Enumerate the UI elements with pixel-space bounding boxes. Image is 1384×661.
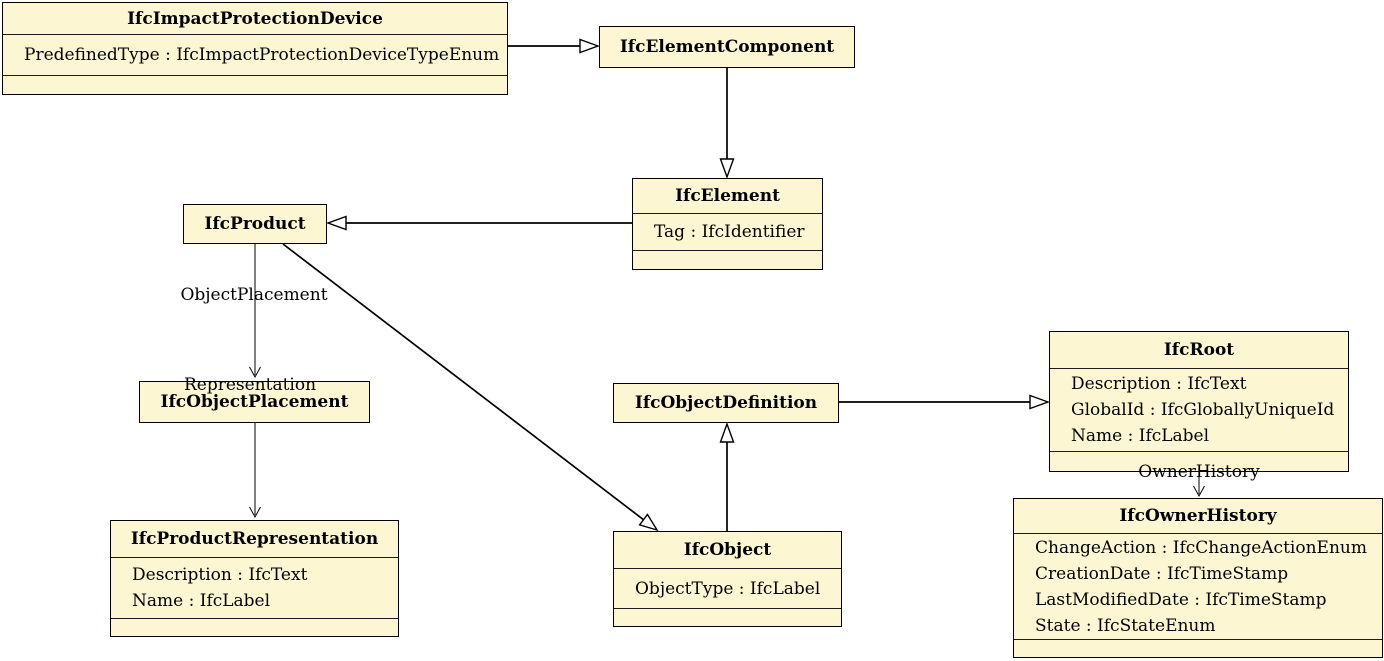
class-attribute: PredefinedType : IfcImpactProtectionDevi… xyxy=(24,45,500,65)
class-title: IfcObject xyxy=(683,540,772,560)
class-attribute: Name : IfcLabel xyxy=(132,591,271,611)
class-attributes-section: Tag : IfcIdentifier xyxy=(633,213,822,250)
association-label-owner-history: OwnerHistory xyxy=(1138,462,1260,482)
class-title: IfcElementComponent xyxy=(619,37,835,57)
association-label-object-placement: ObjectPlacement xyxy=(180,285,328,305)
class-title: IfcObjectDefinition xyxy=(634,393,818,413)
open-triangle-arrowhead xyxy=(638,513,659,532)
class-box-ifc-product-representation: IfcProductRepresentation Description : I… xyxy=(110,520,399,637)
class-box-ifc-root: IfcRoot Description : IfcText GlobalId :… xyxy=(1049,331,1349,472)
open-triangle-arrowhead xyxy=(719,158,735,180)
class-operations-section xyxy=(614,608,841,626)
class-box-ifc-object-placement: IfcObjectPlacement xyxy=(139,381,370,423)
class-box-ifc-element: IfcElement Tag : IfcIdentifier xyxy=(632,178,823,270)
class-attribute: LastModifiedDate : IfcTimeStamp xyxy=(1035,589,1327,610)
class-operations-section xyxy=(1050,451,1348,471)
class-attribute: State : IfcStateEnum xyxy=(1035,615,1216,636)
open-triangle-arrowhead xyxy=(1029,394,1051,410)
class-operations-section xyxy=(1014,639,1382,657)
arrowhead xyxy=(249,366,261,379)
arrowhead xyxy=(1193,485,1205,498)
class-box-ifc-object-definition: IfcObjectDefinition xyxy=(613,383,839,423)
class-attributes-section: ObjectType : IfcLabel xyxy=(614,568,841,608)
class-box-ifc-impact-protection-device: IfcImpactProtectionDevice PredefinedType… xyxy=(2,2,508,95)
class-attribute: Name : IfcLabel xyxy=(1071,426,1210,446)
class-attribute: Tag : IfcIdentifier xyxy=(654,222,805,242)
open-triangle-arrowhead xyxy=(325,215,347,231)
class-box-ifc-product: IfcProduct xyxy=(183,204,327,244)
class-title: IfcOwnerHistory xyxy=(1119,506,1277,526)
class-title: IfcProduct xyxy=(204,214,306,234)
class-title: IfcProductRepresentation xyxy=(130,529,379,549)
class-operations-section xyxy=(111,618,398,636)
class-attributes-section: Description : IfcText GlobalId : IfcGlob… xyxy=(1050,368,1348,451)
class-attribute: CreationDate : IfcTimeStamp xyxy=(1035,563,1289,584)
class-title: IfcElement xyxy=(675,186,780,206)
open-triangle-arrowhead xyxy=(719,421,735,443)
class-attribute: GlobalId : IfcGloballyUniqueId xyxy=(1071,400,1335,420)
class-attribute: ObjectType : IfcLabel xyxy=(635,578,821,599)
class-box-ifc-owner-history: IfcOwnerHistory ChangeAction : IfcChange… xyxy=(1013,498,1383,658)
class-attributes-section: Description : IfcText Name : IfcLabel xyxy=(111,557,398,618)
class-operations-section xyxy=(3,75,507,94)
arrowhead xyxy=(249,506,261,519)
class-title: IfcObjectPlacement xyxy=(160,392,349,412)
class-box-ifc-element-component: IfcElementComponent xyxy=(599,26,855,68)
class-attribute: Description : IfcText xyxy=(1071,374,1247,394)
class-title: IfcImpactProtectionDevice xyxy=(127,8,383,29)
class-operations-section xyxy=(633,250,822,269)
association-label-representation: Representation xyxy=(183,375,317,395)
generalization-edge-product-object xyxy=(282,243,645,521)
class-attribute: ChangeAction : IfcChangeActionEnum xyxy=(1035,537,1367,558)
class-attributes-section: ChangeAction : IfcChangeActionEnum Creat… xyxy=(1014,533,1382,639)
open-triangle-arrowhead xyxy=(579,38,601,54)
class-title: IfcRoot xyxy=(1163,340,1235,360)
class-attribute: Description : IfcText xyxy=(132,565,308,585)
class-box-ifc-object: IfcObject ObjectType : IfcLabel xyxy=(613,531,842,627)
class-attributes-section: PredefinedType : IfcImpactProtectionDevi… xyxy=(3,34,507,75)
